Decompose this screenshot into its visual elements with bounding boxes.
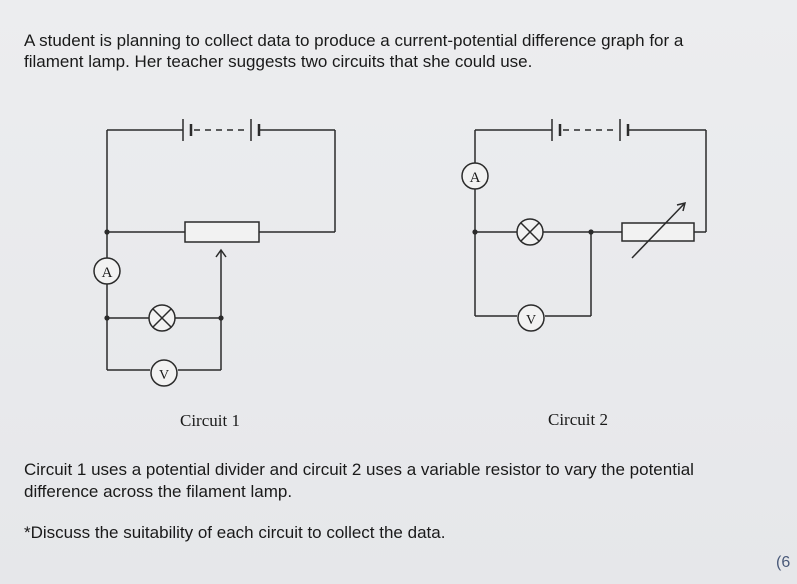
voltmeter-label-1: V (159, 368, 169, 383)
comparison-paragraph: Circuit 1 uses a potential divider and c… (24, 459, 784, 503)
voltmeter-symbol-1 (150, 359, 178, 387)
intro-line-2: filament lamp. Her teacher suggests two … (24, 52, 533, 71)
circuit-1-diagram (93, 119, 336, 387)
marks-indicator: (6 (776, 554, 791, 571)
voltmeter-symbol-2 (517, 304, 545, 332)
circuit-2-diagram (461, 119, 707, 332)
intro-text: A student is planning to collect data to… (24, 30, 774, 72)
potential-divider-resistor (184, 221, 260, 243)
filament-lamp-symbol-2 (516, 218, 544, 246)
voltmeter-label-2: V (526, 313, 536, 328)
paragraph-line-2: difference across the filament lamp. (24, 482, 293, 501)
circuit-2-label: Circuit 2 (548, 410, 608, 429)
ammeter-label-2: A (470, 170, 481, 186)
ammeter-label-1: A (102, 265, 113, 281)
intro-line-1: A student is planning to collect data to… (24, 31, 684, 50)
junction-dots (104, 229, 594, 321)
filament-lamp-symbol-1 (148, 304, 176, 332)
question-prompt: *Discuss the suitability of each circuit… (24, 523, 446, 542)
paragraph-line-1: Circuit 1 uses a potential divider and c… (24, 460, 694, 479)
circuit-1-label: Circuit 1 (180, 411, 240, 430)
